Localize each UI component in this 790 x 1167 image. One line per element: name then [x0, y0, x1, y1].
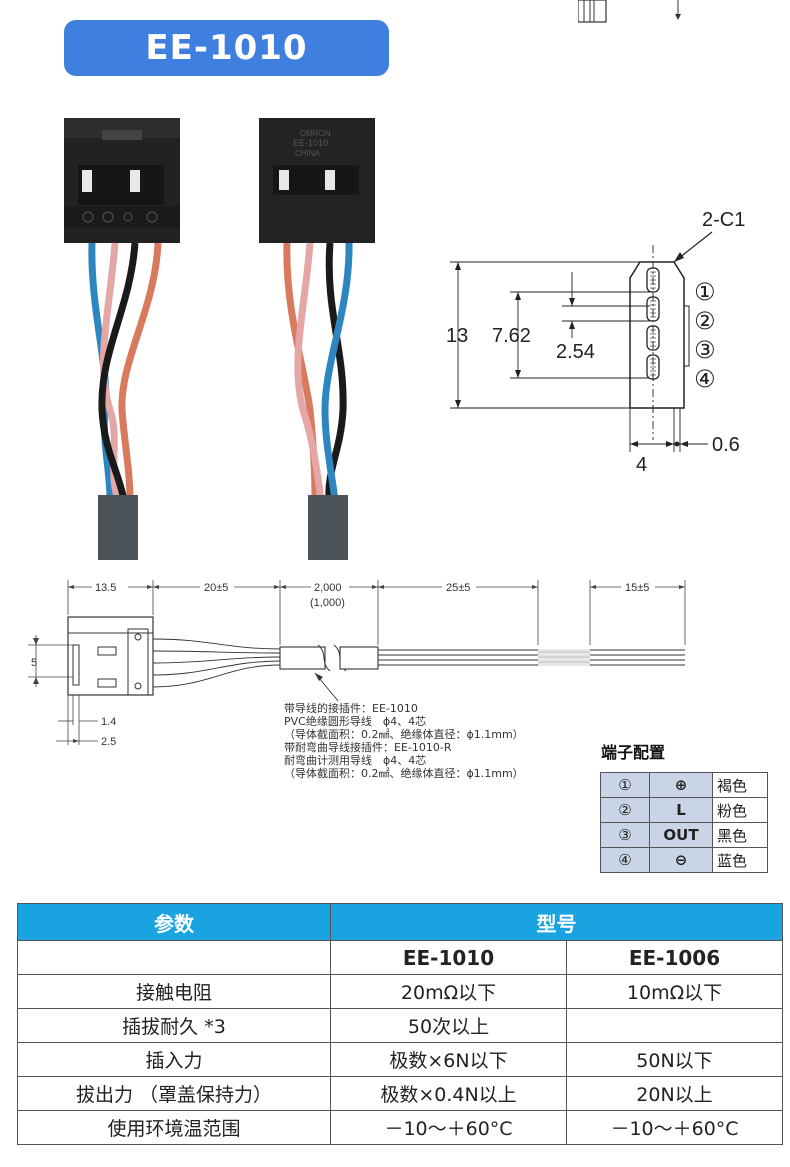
table-row: ④ ⊖ 蓝色 — [600, 847, 768, 873]
spec-param: 使用环境温范围 — [17, 1110, 331, 1145]
terminal-color: 蓝色 — [712, 847, 768, 873]
table-row: 插入力 极数×6N以下 50N以下 — [17, 1042, 783, 1077]
spec-value — [566, 1008, 783, 1043]
caption-line: 带导线的接插件：EE-1010 — [284, 702, 418, 715]
dim-h: 5 — [31, 657, 37, 669]
terminal-color: 褐色 — [712, 772, 768, 798]
dim-d3: 2,000 — [314, 582, 342, 594]
terminal-pin: ③ — [600, 822, 650, 848]
terminal-pin: ④ — [600, 847, 650, 873]
spec-value: －10～＋60°C — [566, 1110, 783, 1145]
spec-value: 10mΩ以下 — [566, 974, 783, 1009]
dim-d4: 25±5 — [446, 582, 470, 594]
spec-param: 接触电阻 — [17, 974, 331, 1009]
table-row: ① ⊕ 褐色 — [600, 772, 768, 798]
dim-height: 13 — [446, 325, 468, 347]
model-name: EE-1010 — [330, 940, 567, 975]
connector-dimension-drawing: 2-C1 13 7.62 2.54 ① ② ③ ④ 4 0.6 — [446, 209, 745, 476]
spec-value: －10～＋60°C — [330, 1110, 567, 1145]
caption-line: （导体截面积：0.2㎟、绝缘体直径：ϕ1.1mm） — [284, 728, 524, 741]
table-row: 接触电阻 20mΩ以下 10mΩ以下 — [17, 974, 783, 1009]
table-row: 拔出力 （罩盖保持力） 极数×0.4N以上 20N以上 — [17, 1076, 783, 1111]
table-row: 使用环境温范围 －10～＋60°C －10～＋60°C — [17, 1110, 783, 1145]
dim-d1: 13.5 — [95, 582, 116, 594]
caption-line: PVC绝缘圆形导线 ϕ4、4芯 — [284, 715, 427, 728]
connector-mark-china: CHINA — [295, 149, 321, 158]
spec-param: 拔出力 （罩盖保持力） — [17, 1076, 331, 1111]
spec-value: 极数×6N以下 — [330, 1042, 567, 1077]
spec-cell — [17, 940, 331, 975]
caption-line: 耐弯曲计测用导线 ϕ4、4芯 — [284, 754, 427, 767]
dim-d5: 15±5 — [625, 582, 649, 594]
spec-header-row: 参数 型号 — [17, 903, 783, 941]
dim-w1: 1.4 — [101, 716, 116, 728]
spec-param: 插拔耐久 *3 — [17, 1008, 331, 1043]
terminal-pin: ① — [600, 772, 650, 798]
spec-value: 50N以下 — [566, 1042, 783, 1077]
dim-w2: 2.5 — [101, 736, 116, 748]
cable-caption: 带导线的接插件：EE-1010 PVC绝缘圆形导线 ϕ4、4芯 （导体截面积：0… — [284, 702, 524, 780]
table-row: ② L 粉色 — [600, 797, 768, 823]
model-name: EE-1006 — [566, 940, 783, 975]
dim-d3b: (1,000) — [310, 597, 345, 609]
dim-pitch: 2.54 — [556, 341, 595, 363]
terminal-signal: L — [649, 797, 713, 823]
table-row: ③ OUT 黑色 — [600, 822, 768, 848]
spec-table: 参数 型号 EE-1010 EE-1006 接触电阻 20mΩ以下 10mΩ以下… — [17, 903, 783, 1145]
terminal-signal: ⊕ — [649, 772, 713, 798]
cable-dimension-drawing: 13.5 20±5 2,000 (1,000) 25±5 15±5 — [28, 580, 686, 748]
table-row: EE-1010 EE-1006 — [17, 940, 783, 975]
header-model: 型号 — [330, 903, 783, 941]
pin-label-2: ② — [694, 308, 716, 335]
terminal-pin: ② — [600, 797, 650, 823]
connector-photo-back: OMRON EE-1010 CHINA — [259, 118, 375, 560]
connector-mark-model: EE-1010 — [293, 138, 328, 148]
previous-figure-fragment — [578, 0, 681, 23]
dim-pitch-total: 7.62 — [492, 325, 531, 347]
terminal-config-title: 端子配置 — [601, 743, 666, 762]
page-title: EE-1010 — [64, 20, 389, 76]
pin-label-3: ③ — [694, 337, 716, 364]
header-param: 参数 — [17, 903, 331, 941]
terminal-signal: OUT — [649, 822, 713, 848]
dim-width: 4 — [636, 454, 647, 476]
connector-photo-front — [64, 118, 180, 560]
caption-line: （导体截面积：0.2㎟、绝缘体直径：ϕ1.1mm） — [284, 767, 524, 780]
table-row: 插拔耐久 *3 50次以上 — [17, 1008, 783, 1043]
dim-d2: 20±5 — [204, 582, 228, 594]
spec-value: 20mΩ以下 — [330, 974, 567, 1009]
pin-label-4: ④ — [694, 366, 716, 393]
caption-line: 带耐弯曲导线接插件：EE-1010-R — [284, 741, 452, 754]
spec-value: 20N以上 — [566, 1076, 783, 1111]
spec-value: 50次以上 — [330, 1008, 567, 1043]
spec-param: 插入力 — [17, 1042, 331, 1077]
terminal-signal: ⊖ — [649, 847, 713, 873]
callout-label: 2-C1 — [702, 209, 745, 231]
dim-offset: 0.6 — [712, 434, 740, 456]
spec-value: 极数×0.4N以上 — [330, 1076, 567, 1111]
terminal-config-table: ① ⊕ 褐色 ② L 粉色 ③ OUT 黑色 ④ ⊖ 蓝色 — [600, 772, 768, 873]
connector-mark-omron: OMRON — [300, 129, 331, 138]
pin-label-1: ① — [694, 279, 716, 306]
terminal-color: 粉色 — [712, 797, 768, 823]
terminal-color: 黑色 — [712, 822, 768, 848]
